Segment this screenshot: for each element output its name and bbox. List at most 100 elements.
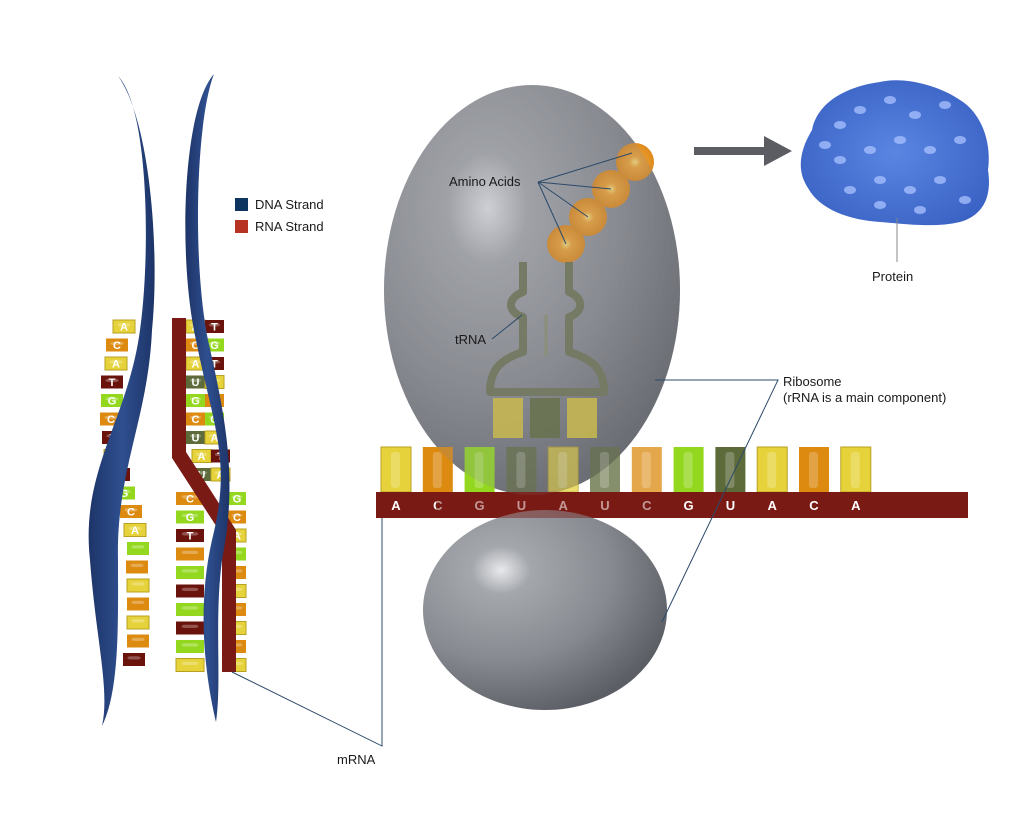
amino-acids-leader-line bbox=[537, 181, 612, 190]
amino-acids-label: Amino Acids bbox=[449, 174, 521, 189]
rna-base: C bbox=[186, 412, 205, 426]
base-letter: U bbox=[192, 377, 200, 389]
mrna-base-highlight bbox=[516, 452, 526, 488]
base-letter: A bbox=[192, 359, 200, 371]
base-block bbox=[176, 510, 204, 524]
dna-pair-left-base: T bbox=[176, 529, 204, 543]
base-highlight bbox=[181, 606, 199, 610]
base-highlight bbox=[131, 582, 145, 586]
base-letter: G bbox=[210, 340, 219, 352]
left-strand-base: A bbox=[123, 523, 147, 537]
rna-base: A bbox=[191, 449, 212, 463]
protein-highlight bbox=[834, 156, 846, 164]
base-letter: C bbox=[186, 494, 194, 506]
base-highlight bbox=[117, 323, 131, 327]
mrna-base-block bbox=[464, 447, 495, 492]
base-highlight bbox=[231, 495, 243, 499]
rna-base: U bbox=[186, 375, 205, 389]
mrna-base-block bbox=[506, 447, 537, 492]
mrna-codon-letter: U bbox=[600, 498, 609, 513]
protein-highlight bbox=[874, 176, 886, 184]
mrna-codon-letter: A bbox=[851, 498, 861, 513]
base-block bbox=[176, 584, 204, 598]
base-letter: A bbox=[120, 322, 128, 334]
base-block bbox=[176, 566, 204, 579]
left-strand-base: C bbox=[106, 338, 128, 352]
base-highlight bbox=[189, 434, 202, 438]
dna-pair-left-base bbox=[176, 547, 204, 561]
mrna-codon-letter: C bbox=[642, 498, 652, 513]
left-strand-base bbox=[126, 560, 148, 574]
base-highlight bbox=[181, 643, 199, 647]
amino-acids-leader-line bbox=[537, 181, 567, 245]
base-highlight bbox=[181, 532, 199, 536]
base-letter: G bbox=[191, 396, 200, 408]
rna-strand bbox=[172, 318, 236, 672]
base-block bbox=[120, 505, 142, 518]
base-letter: C bbox=[127, 507, 135, 519]
base-block bbox=[126, 560, 148, 574]
legend-item-rna: RNA Strand bbox=[235, 219, 324, 234]
mrna-overlap bbox=[436, 492, 652, 518]
protein-highlight bbox=[834, 121, 846, 129]
dna-pair-left-base: G bbox=[176, 510, 204, 524]
dna-pair-left-base bbox=[176, 566, 204, 579]
protein-highlight bbox=[844, 186, 856, 194]
mrna-base-block bbox=[631, 447, 662, 492]
base-letter: A bbox=[233, 531, 241, 543]
mrna-codon-letter: U bbox=[517, 498, 526, 513]
base-highlight bbox=[105, 378, 119, 382]
mrna-base-block bbox=[799, 447, 829, 492]
base-block bbox=[205, 320, 224, 333]
legend-item-dna: DNA Strand bbox=[235, 197, 324, 212]
mrna-codon-letter: G bbox=[475, 498, 485, 513]
base-letter: C bbox=[107, 414, 115, 426]
base-block bbox=[127, 542, 149, 555]
base-highlight bbox=[130, 563, 144, 567]
base-block bbox=[176, 603, 204, 616]
base-highlight bbox=[104, 415, 118, 419]
mrna-base-highlight bbox=[558, 452, 568, 488]
base-letter: A bbox=[131, 525, 139, 537]
amino-acid-bead bbox=[616, 143, 654, 181]
protein-highlight bbox=[954, 136, 966, 144]
base-highlight bbox=[181, 624, 199, 628]
base-block bbox=[186, 412, 205, 426]
legend-label-rna: RNA Strand bbox=[255, 219, 324, 234]
base-highlight bbox=[231, 513, 243, 517]
trna-leader-line bbox=[491, 314, 523, 340]
base-highlight bbox=[131, 637, 145, 641]
left-strand-base bbox=[126, 578, 150, 593]
mrna-base-highlight bbox=[391, 452, 400, 488]
mrna-base-highlight bbox=[725, 452, 735, 488]
ribosome-large-subunit-layer bbox=[384, 85, 680, 495]
base-highlight bbox=[189, 360, 202, 364]
mrna-codon-letter: C bbox=[433, 498, 443, 513]
dna-backbone-layer bbox=[88, 74, 236, 726]
base-letter: A bbox=[198, 451, 206, 463]
mrna-leader-line bbox=[231, 518, 383, 747]
protein-highlight bbox=[819, 141, 831, 149]
left-strand-base bbox=[127, 597, 149, 611]
mrna-codon-letter: A bbox=[768, 498, 778, 513]
base-highlight bbox=[131, 600, 145, 604]
mrna-base-block bbox=[380, 446, 412, 493]
protein-highlight bbox=[874, 201, 886, 209]
protein-highlight bbox=[939, 101, 951, 109]
base-letter: C bbox=[233, 512, 241, 524]
base-highlight bbox=[181, 550, 199, 554]
base-letter: C bbox=[192, 340, 200, 352]
base-highlight bbox=[181, 569, 199, 573]
dna-pair-left-base bbox=[176, 640, 204, 653]
arrow-head-icon bbox=[764, 136, 792, 166]
base-letter: A bbox=[112, 359, 120, 371]
dna-strand-left-backbone bbox=[88, 76, 155, 726]
left-strand-base bbox=[127, 542, 149, 555]
anticodon-base bbox=[493, 398, 523, 438]
mrna-base-highlight bbox=[809, 452, 818, 488]
base-highlight bbox=[208, 341, 221, 345]
base-block bbox=[101, 394, 123, 407]
mrna-codon-letter: U bbox=[726, 498, 735, 513]
dna-pair-left-base bbox=[175, 658, 205, 672]
